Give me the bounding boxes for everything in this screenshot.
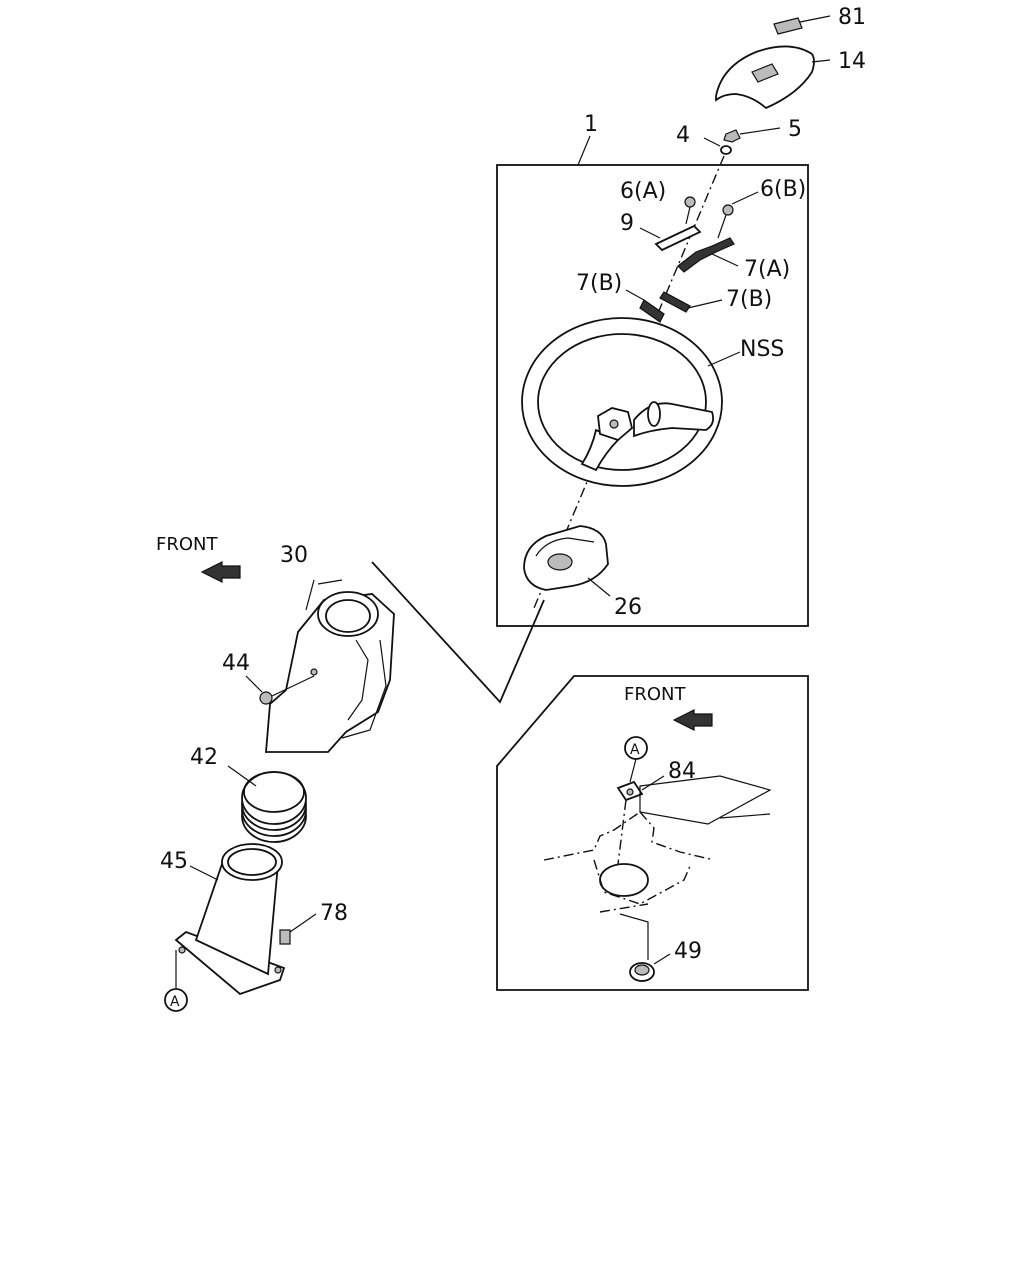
svg-text:FRONT: FRONT: [156, 534, 218, 555]
emblem-part-81: [773, 15, 831, 35]
reference-marker-a-left: A: [164, 950, 188, 1012]
bellows-part-42: [227, 765, 307, 843]
callout-7b-right: 7(B): [726, 287, 772, 312]
screw-part-44: [245, 675, 315, 705]
svg-text:A: A: [630, 742, 640, 758]
callout-nss: NSS: [740, 337, 784, 362]
callout-4: 4: [676, 123, 690, 148]
connector-line: [371, 561, 545, 704]
reference-marker-a-inset: A: [624, 736, 648, 783]
bracket-part-7b-left: [625, 289, 665, 323]
callout-49: 49: [674, 939, 702, 964]
inset-box: [496, 675, 809, 991]
svg-text:1: 1: [584, 112, 598, 137]
callout-14: 14: [838, 49, 866, 74]
svg-text:FRONT: FRONT: [624, 684, 686, 705]
bracket-part-7a: [677, 237, 739, 273]
callout-44: 44: [222, 651, 250, 676]
callout-45: 45: [160, 849, 188, 874]
callout-7a: 7(A): [744, 257, 790, 282]
callout-78: 78: [320, 901, 348, 926]
callout-7b-left: 7(B): [576, 271, 622, 296]
screw-part-6b: [717, 191, 759, 239]
cover-part-26: [523, 525, 611, 597]
callout-1: 1: [577, 112, 598, 166]
bracket-part-7b-right: [659, 291, 723, 313]
steering-wheel-nss: [521, 317, 741, 487]
callout-30: 30: [280, 543, 308, 568]
front-arrow-right: FRONT: [624, 684, 713, 731]
assembly-box: [496, 164, 809, 627]
callout-6b: 6(B): [760, 177, 806, 202]
column-cover-part-30: [265, 579, 395, 753]
screw-part-78: [279, 913, 317, 945]
callout-81: 81: [838, 5, 866, 30]
horn-pad-part-14: [715, 45, 831, 110]
callout-42: 42: [190, 745, 218, 770]
boot-part-45: [174, 843, 286, 996]
callout-5: 5: [788, 117, 802, 142]
nut-part-84: [616, 775, 665, 802]
nut-part-49: [629, 953, 671, 982]
front-arrow-left: FRONT: [156, 534, 241, 583]
floor-panel: [543, 775, 772, 960]
plate-part-9: [639, 224, 702, 252]
callout-6a: 6(A): [620, 179, 666, 204]
washer-part-4: [703, 137, 732, 155]
screw-part-6a: [684, 196, 696, 225]
callout-26: 26: [614, 595, 642, 620]
svg-text:A: A: [170, 994, 180, 1010]
nut-part-5: [723, 127, 781, 143]
callout-9: 9: [620, 211, 634, 236]
